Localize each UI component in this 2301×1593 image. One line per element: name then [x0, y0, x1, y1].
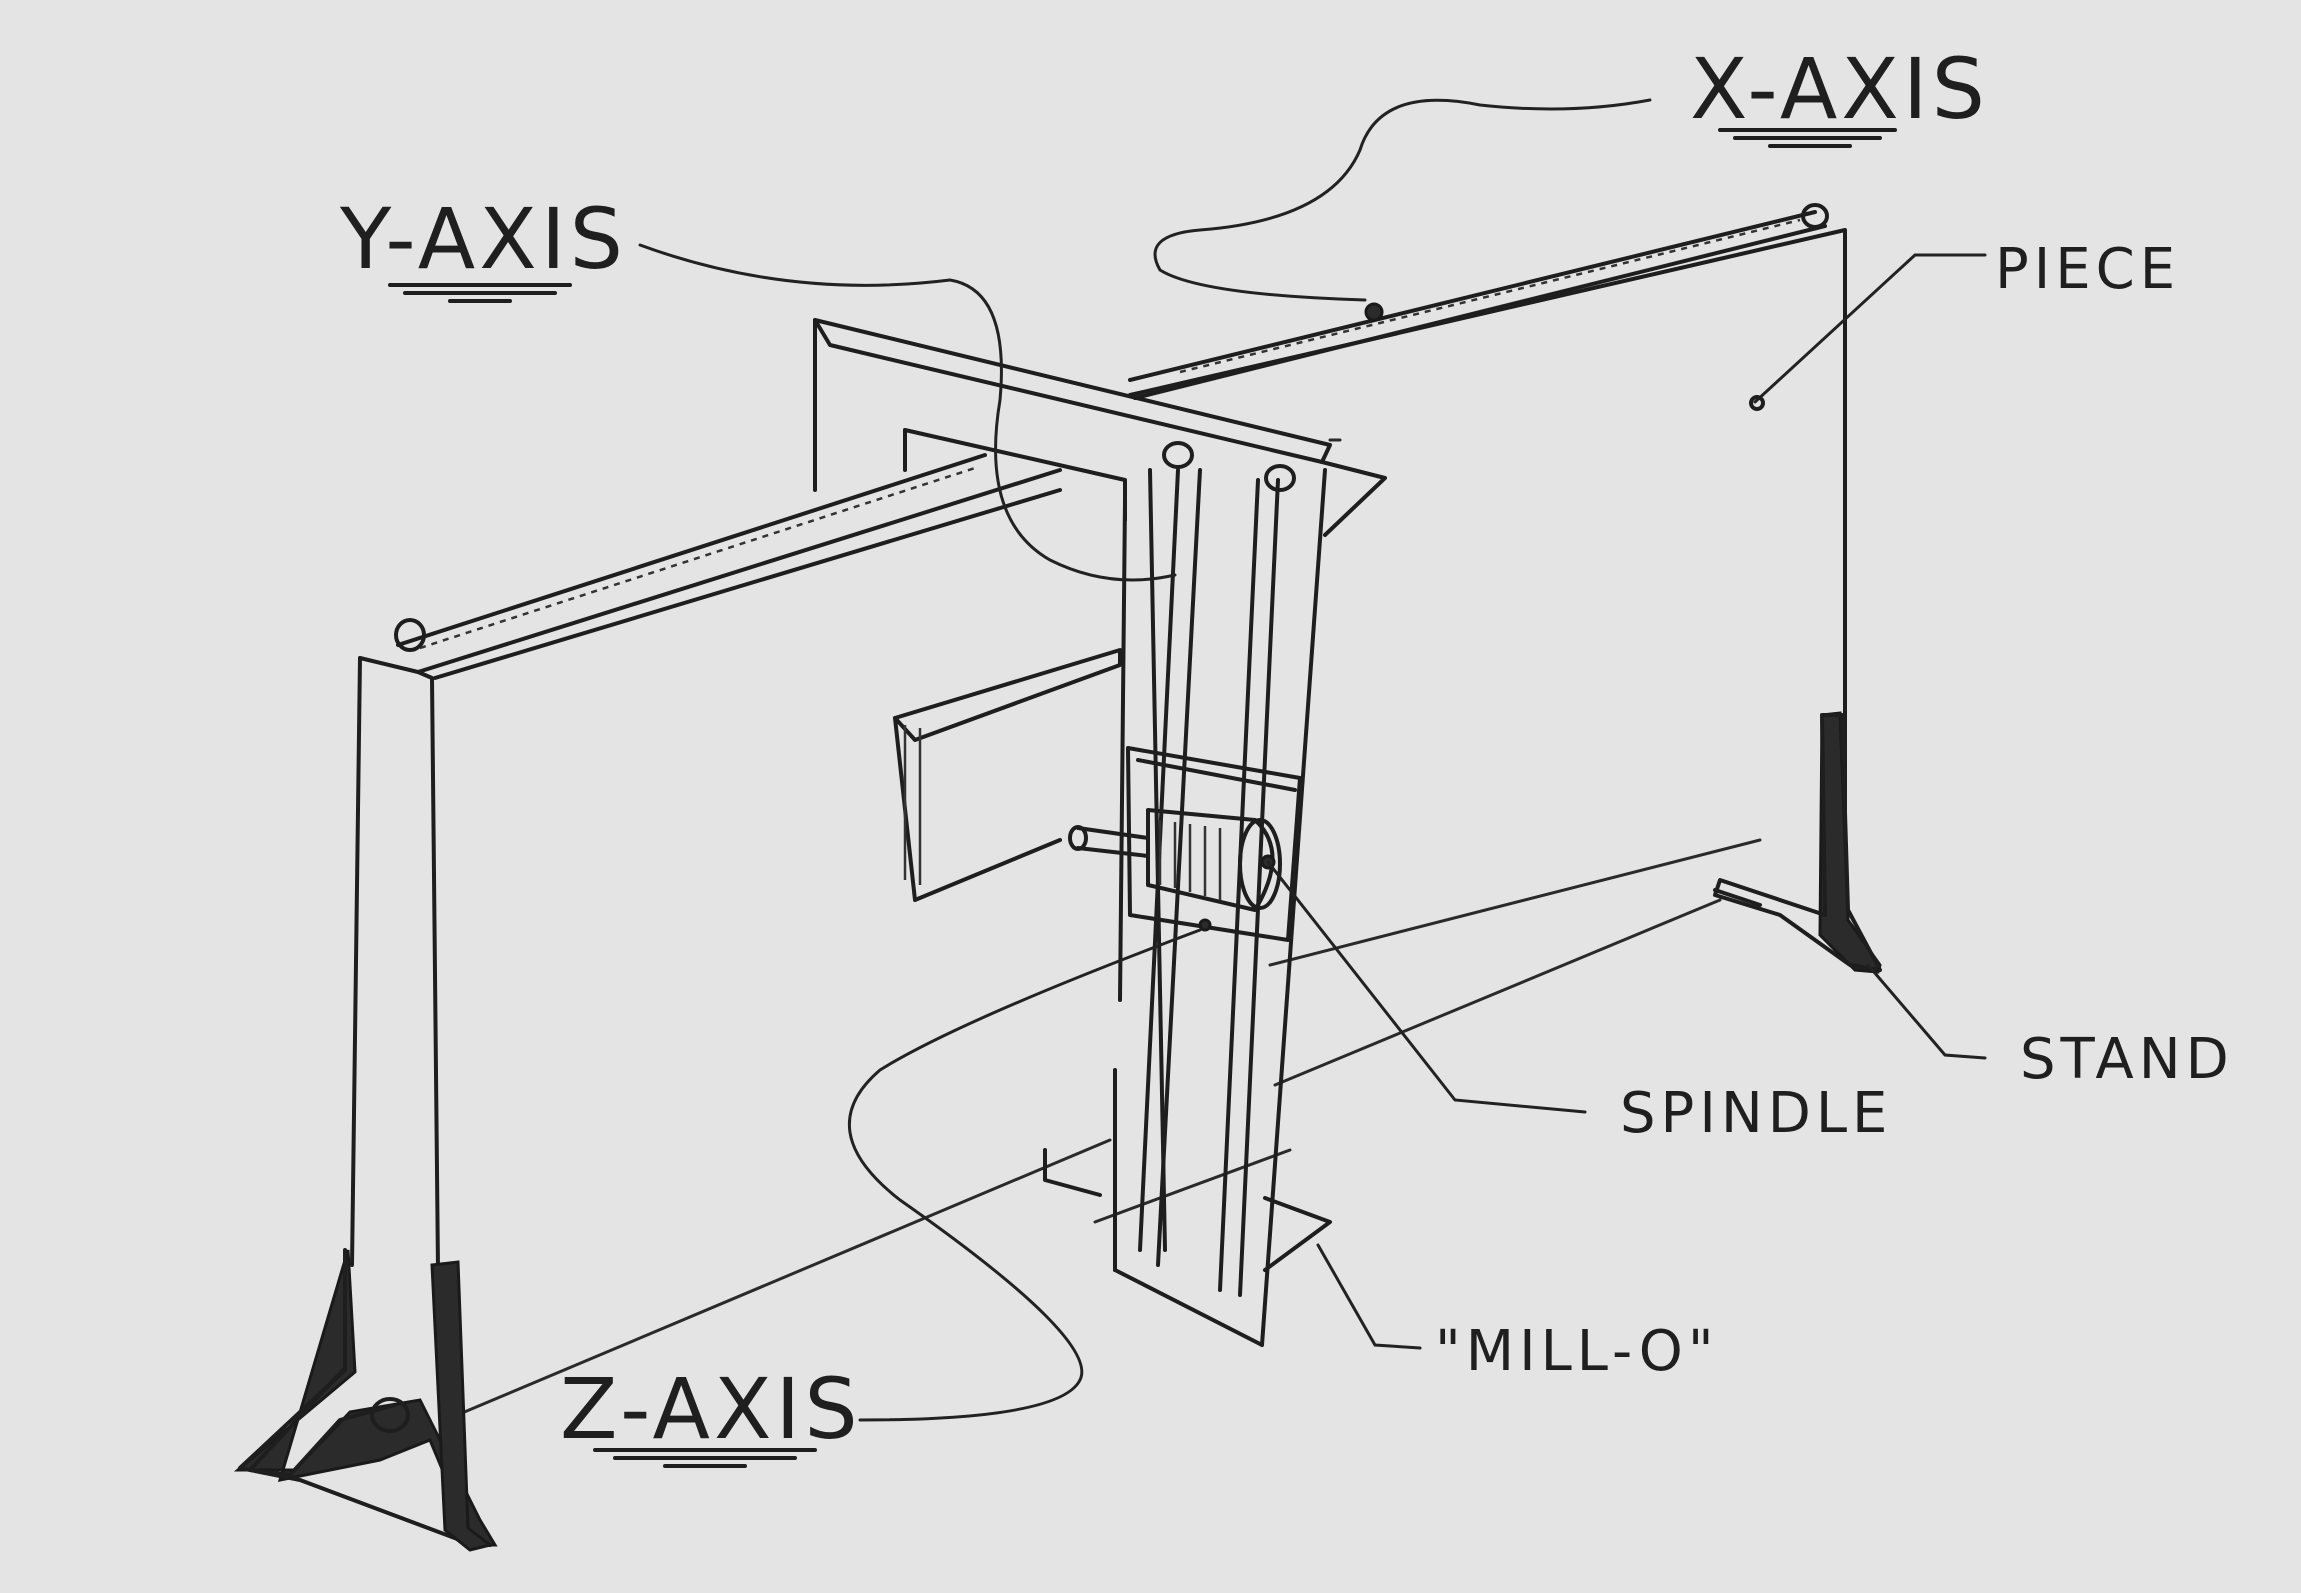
leader-lines	[640, 100, 1985, 1420]
spindle-leader	[1268, 862, 1585, 1112]
mill-o-label: "MILL-O"	[1435, 1319, 1719, 1384]
piece-label: PIECE	[1995, 237, 2180, 302]
left-end-plate	[352, 658, 438, 1270]
mill-o-leader	[1318, 1245, 1420, 1348]
stand-label: STAND	[2020, 1027, 2234, 1092]
y-axis-rail	[396, 455, 1060, 678]
y-axis-leader	[640, 245, 1175, 580]
work-plate	[895, 650, 1120, 900]
piece-leader	[1755, 255, 1985, 402]
gantry-beam	[815, 320, 1385, 1000]
right-stand	[1715, 713, 1880, 972]
spindle-label: SPINDLE	[1620, 1081, 1892, 1146]
z-axis-label: Z-AXIS	[560, 1360, 862, 1458]
stand-leader	[1868, 965, 1985, 1058]
y-axis-label: Y-AXIS	[339, 190, 627, 288]
x-axis-label: X-AXIS	[1690, 40, 1989, 138]
left-stand	[238, 1250, 495, 1550]
piece-panel	[462, 230, 1845, 1413]
